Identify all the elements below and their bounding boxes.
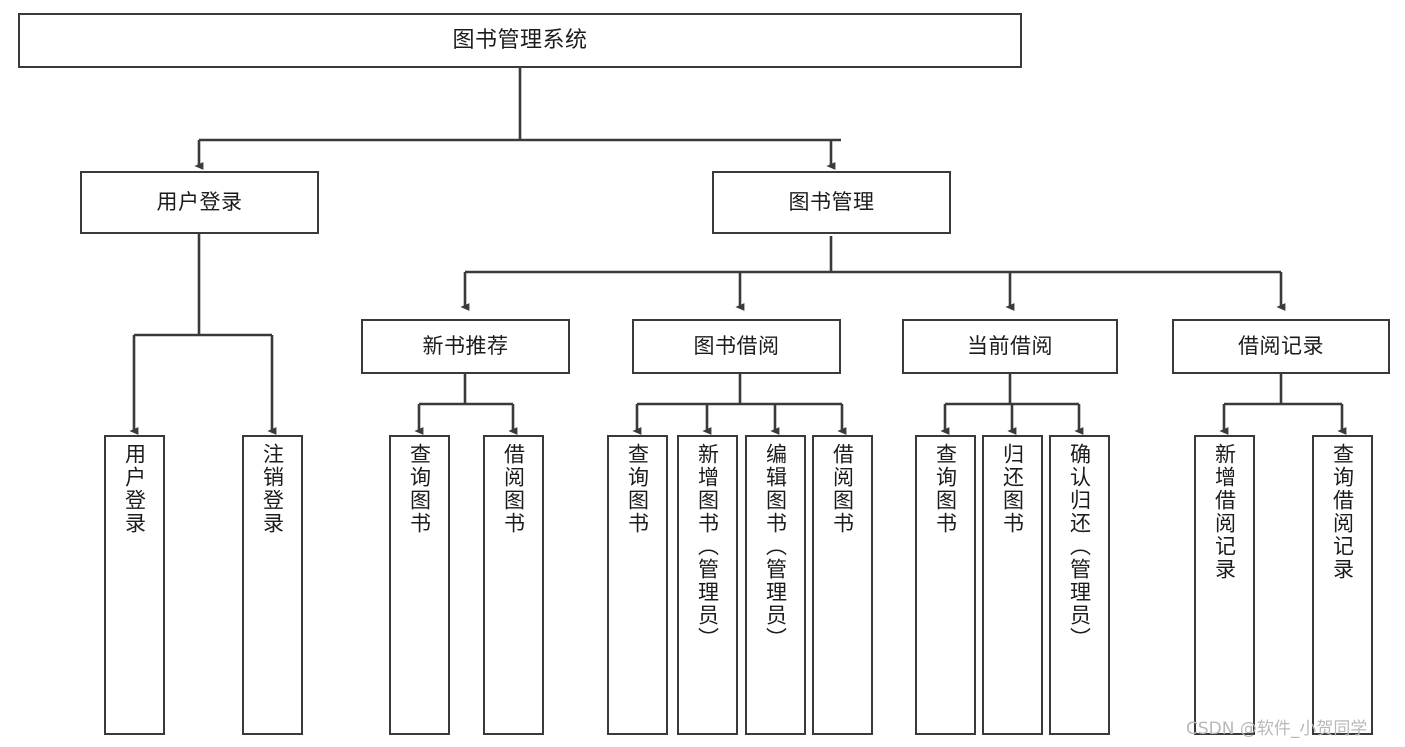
node-new-book-recommend[interactable]: 新书推荐 xyxy=(361,319,570,374)
node-label: 图书借阅 xyxy=(693,334,780,359)
node-label: 注销登录 xyxy=(260,443,285,535)
leaf-cb-confirm-return-admin[interactable]: 确认归还（管理员） xyxy=(1049,435,1110,735)
leaf-nb-borrow-book[interactable]: 借阅图书 xyxy=(483,435,544,735)
node-label: 图书管理 xyxy=(788,190,875,215)
leaf-br-add-record[interactable]: 新增借阅记录 xyxy=(1194,435,1255,735)
node-label: 新书推荐 xyxy=(422,334,509,359)
leaf-cb-return-book[interactable]: 归还图书 xyxy=(982,435,1043,735)
leaf-bb-add-book-admin[interactable]: 新增图书（管理员） xyxy=(677,435,738,735)
node-label: 借阅图书 xyxy=(830,443,855,535)
leaf-logout[interactable]: 注销登录 xyxy=(242,435,303,735)
node-label: 确认归还（管理员） xyxy=(1067,443,1092,650)
node-book-borrow[interactable]: 图书借阅 xyxy=(632,319,841,374)
leaf-bb-borrow-book[interactable]: 借阅图书 xyxy=(812,435,873,735)
leaf-user-login[interactable]: 用户登录 xyxy=(104,435,165,735)
leaf-bb-query-book[interactable]: 查询图书 xyxy=(607,435,668,735)
node-label: 查询图书 xyxy=(625,443,650,535)
node-label: 图书管理系统 xyxy=(452,27,588,53)
node-label: 借阅记录 xyxy=(1238,334,1324,359)
leaf-cb-query-book[interactable]: 查询图书 xyxy=(915,435,976,735)
node-label: 查询借阅记录 xyxy=(1330,443,1355,581)
node-label: 归还图书 xyxy=(1000,443,1025,535)
node-user-login[interactable]: 用户登录 xyxy=(80,171,319,234)
node-label: 借阅图书 xyxy=(501,443,526,535)
node-label: 新增借阅记录 xyxy=(1212,443,1237,581)
node-label: 用户登录 xyxy=(156,190,243,215)
node-root-system[interactable]: 图书管理系统 xyxy=(18,13,1022,68)
node-label: 编辑图书（管理员） xyxy=(763,443,788,650)
node-label: 查询图书 xyxy=(933,443,958,535)
node-label: 用户登录 xyxy=(122,443,147,535)
node-label: 新增图书（管理员） xyxy=(695,443,720,650)
leaf-bb-edit-book-admin[interactable]: 编辑图书（管理员） xyxy=(745,435,806,735)
node-current-borrow[interactable]: 当前借阅 xyxy=(902,319,1118,374)
leaf-br-query-record[interactable]: 查询借阅记录 xyxy=(1312,435,1373,735)
leaf-nb-query-book[interactable]: 查询图书 xyxy=(389,435,450,735)
node-borrow-record[interactable]: 借阅记录 xyxy=(1172,319,1390,374)
node-book-management[interactable]: 图书管理 xyxy=(712,171,951,234)
node-label: 当前借阅 xyxy=(967,334,1053,359)
node-label: 查询图书 xyxy=(407,443,432,535)
